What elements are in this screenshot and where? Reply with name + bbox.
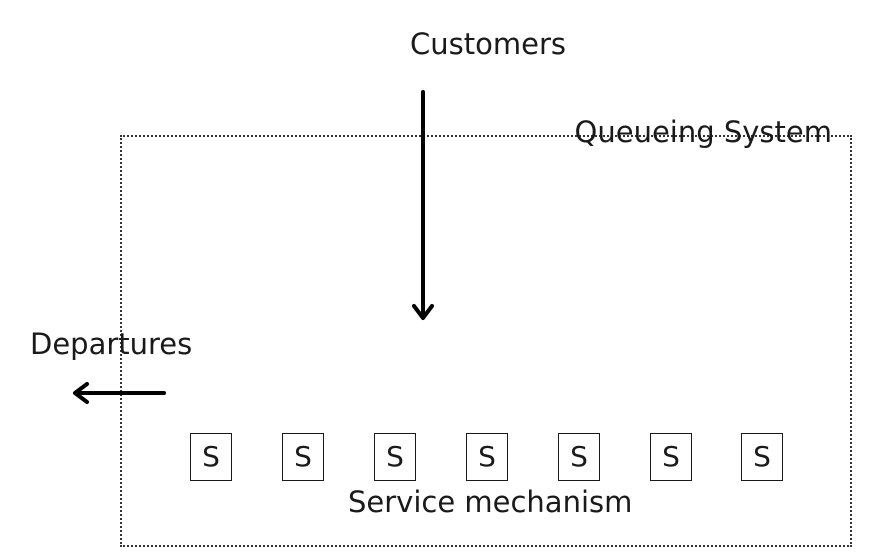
departures-label: Departures	[30, 327, 193, 361]
queueing-system-label: Queueing System	[574, 115, 832, 149]
server-box: S	[650, 433, 692, 481]
server-box: S	[741, 433, 783, 481]
queueing-system-boundary	[120, 135, 852, 547]
server-box: S	[558, 433, 600, 481]
server-box: S	[282, 433, 324, 481]
server-box: S	[466, 433, 508, 481]
arrival-arrow	[412, 90, 434, 320]
departure-arrow	[73, 382, 166, 404]
server-box: S	[374, 433, 416, 481]
customers-label: Customers	[410, 27, 566, 61]
service-mechanism-label: Service mechanism	[348, 485, 633, 519]
server-box: S	[190, 433, 232, 481]
